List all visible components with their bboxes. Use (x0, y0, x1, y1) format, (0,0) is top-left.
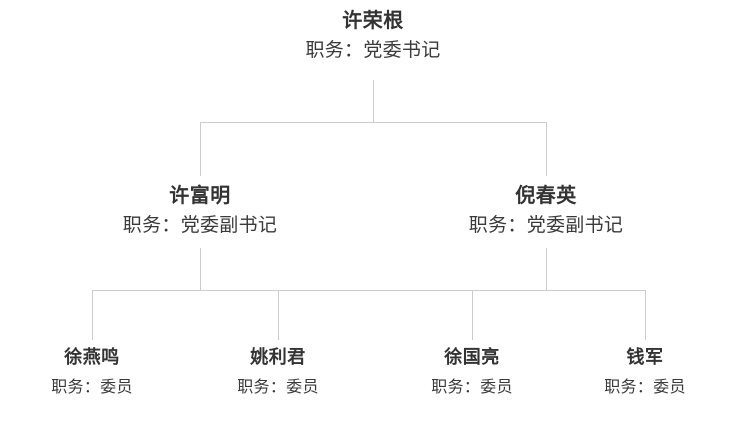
node-name: 倪春英 (515, 183, 577, 207)
org-node-leaf-4[interactable]: 钱军 职务：委员 (604, 347, 686, 397)
node-role: 职务：党委副书记 (468, 214, 624, 236)
org-node-leaf-1[interactable]: 徐燕鸣 职务：委员 (51, 347, 133, 397)
org-node-leaf-3[interactable]: 徐国亮 职务：委员 (431, 347, 513, 397)
node-role: 职务：党委副书记 (122, 214, 278, 236)
node-role: 职务：委员 (237, 376, 319, 396)
node-name: 徐国亮 (444, 347, 500, 368)
node-role: 职务：委员 (604, 376, 686, 396)
node-role: 职务：委员 (431, 376, 513, 396)
node-name: 徐燕鸣 (64, 347, 120, 368)
node-name: 钱军 (626, 347, 664, 368)
org-node-level2-left[interactable]: 许富明 职务：党委副书记 (123, 183, 277, 239)
node-name: 姚利君 (250, 347, 306, 368)
node-name: 许荣根 (342, 8, 404, 32)
org-node-leaf-2[interactable]: 姚利君 职务：委员 (237, 347, 319, 397)
node-role: 职务：党委书记 (305, 39, 441, 61)
node-name: 许富明 (169, 183, 231, 207)
node-role: 职务：委员 (51, 376, 133, 396)
org-node-level2-right[interactable]: 倪春英 职务：党委副书记 (469, 183, 623, 239)
org-node-root[interactable]: 许荣根 职务：党委书记 (305, 8, 440, 64)
